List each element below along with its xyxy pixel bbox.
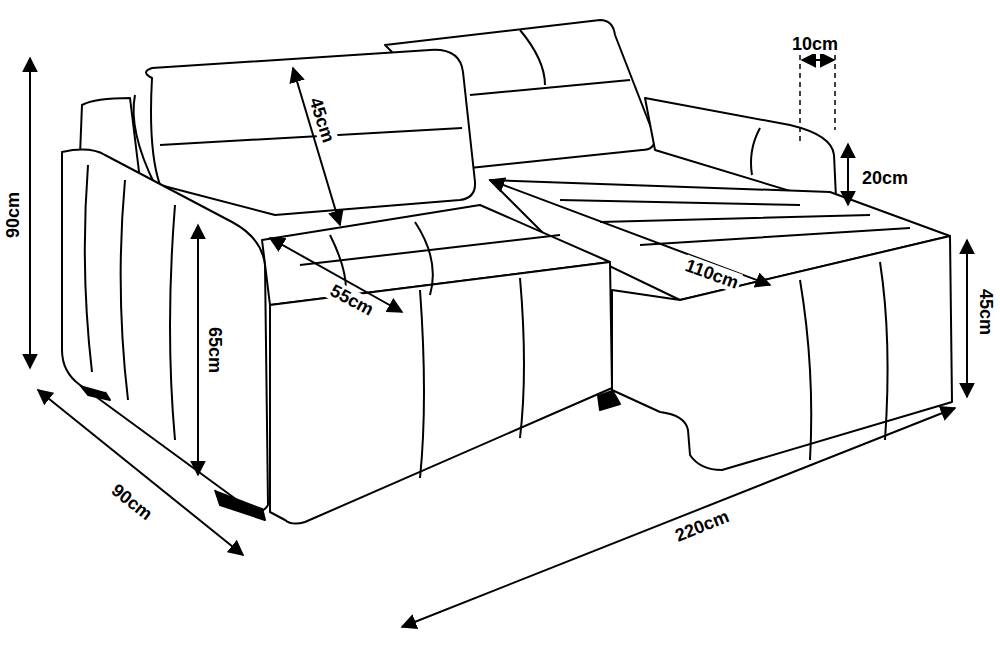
dimension-label: 90cm — [106, 479, 158, 526]
dimension-label: 90cm — [3, 190, 23, 240]
dimension-label: 220cm — [670, 505, 733, 546]
dimension-label: 45cm — [976, 287, 996, 337]
dimension-label: 65cm — [205, 325, 225, 375]
dimension-label: 20cm — [860, 168, 910, 188]
dimension-label: 10cm — [790, 34, 840, 54]
